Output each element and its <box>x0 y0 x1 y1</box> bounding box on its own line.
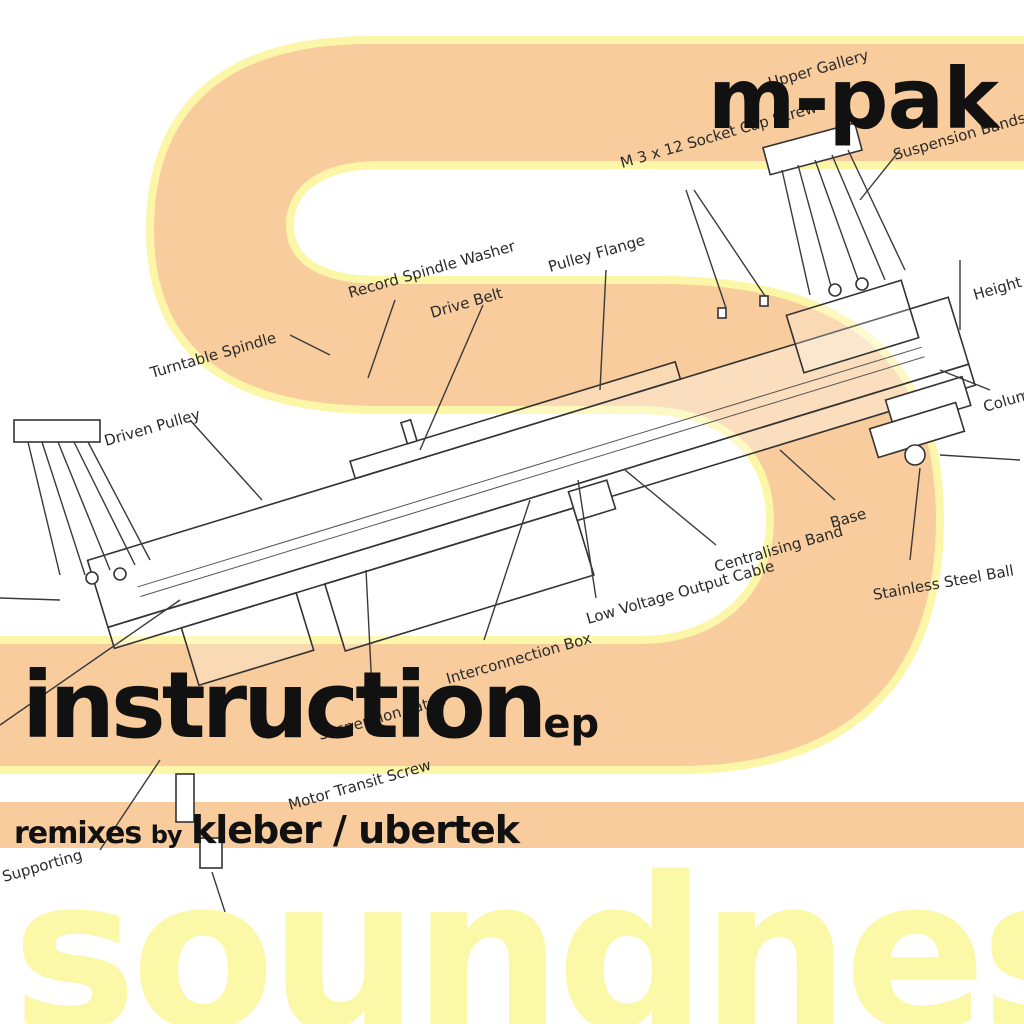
leader-lines <box>0 149 1021 851</box>
label-column: Column <box>981 383 1024 416</box>
right-suspension-tower <box>761 122 906 297</box>
motor-transit-screw <box>175 773 226 913</box>
s-band-graphic <box>0 36 1024 848</box>
remix-credits: remixes by kleber / ubertek <box>14 808 520 852</box>
release-title: instructionep <box>22 652 599 759</box>
left-suspension-tower <box>13 419 151 585</box>
record-label-logo: soundness <box>12 832 1024 1024</box>
stainless-ball-assembly <box>868 401 966 466</box>
remix-by: by <box>150 821 183 849</box>
label-pulley-flange: Pulley Flange <box>546 231 647 276</box>
remix-prefix: remixes <box>14 816 142 851</box>
artist-name: m-pak <box>707 50 999 148</box>
release-title-main: instruction <box>22 652 547 759</box>
remixer-names: kleber / ubertek <box>190 808 520 852</box>
release-title-suffix: ep <box>543 701 600 747</box>
label-height: Height <box>971 273 1024 304</box>
label-driven-pulley: Driven Pulley <box>102 405 202 450</box>
